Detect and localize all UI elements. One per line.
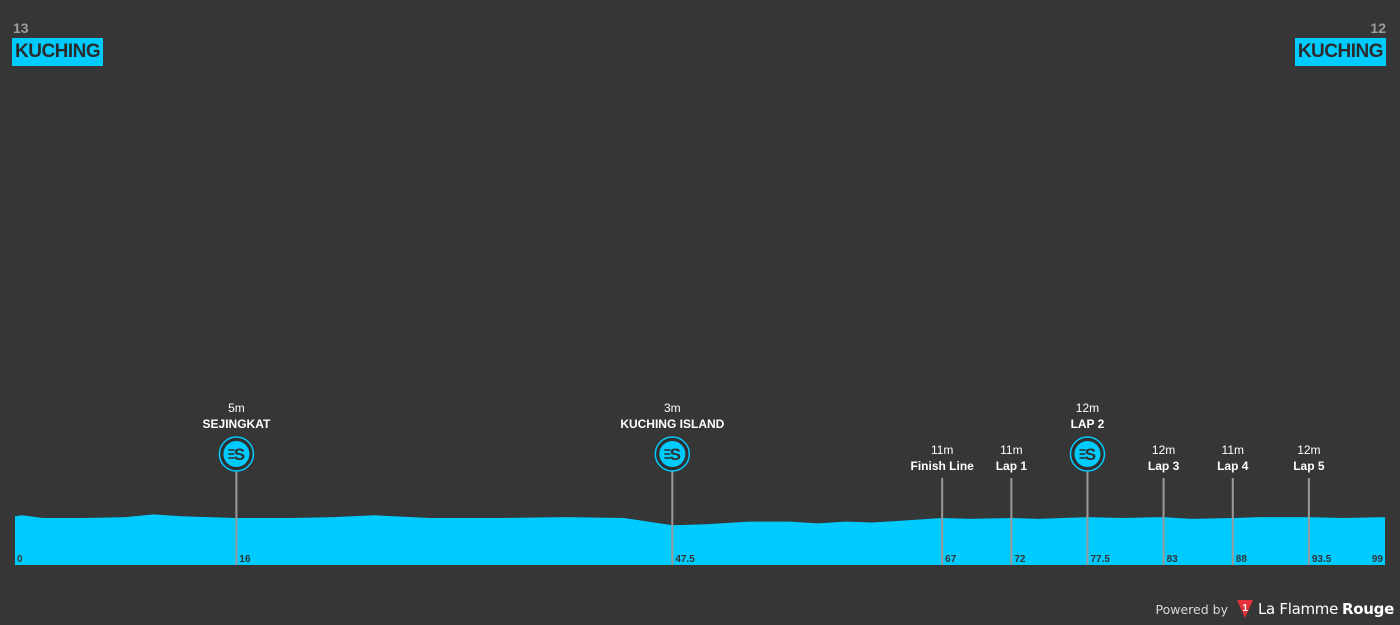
marker-elevation: 11m bbox=[1000, 443, 1022, 457]
sprint-icon-disc bbox=[659, 441, 686, 467]
profile-area bbox=[15, 514, 1385, 565]
km-label: 83 bbox=[1167, 554, 1179, 565]
marker-elevation: 5m bbox=[228, 401, 245, 415]
marker-elevation: 12m bbox=[1076, 401, 1099, 415]
marker-5: 83 Lap 3 12m bbox=[1148, 443, 1180, 565]
marker-elevation: 11m bbox=[1222, 443, 1244, 457]
profile-layer bbox=[15, 514, 1385, 565]
marker-elevation: 3m bbox=[664, 401, 681, 415]
sprint-icon-letter: S bbox=[1085, 445, 1096, 464]
end-town-elevation: 12 bbox=[1370, 20, 1386, 36]
km-label: 67 bbox=[945, 554, 957, 565]
marker-elevation: 12m bbox=[1297, 443, 1320, 457]
marker-name: Finish Line bbox=[910, 459, 974, 473]
km-label: 47.5 bbox=[675, 554, 695, 565]
marker-name: Lap 5 bbox=[1293, 459, 1325, 473]
sprint-icon: S bbox=[218, 436, 255, 472]
km-label: 77.5 bbox=[1090, 554, 1110, 565]
marker-0: 16 S SEJINGKAT 5m bbox=[203, 401, 271, 565]
end-town-label: KUCHING bbox=[1294, 38, 1386, 66]
km-label: 16 bbox=[239, 554, 251, 565]
marker-7: 93.5 Lap 5 12m bbox=[1293, 443, 1332, 565]
km-label-start: 0 bbox=[17, 554, 23, 565]
sprint-icon: S bbox=[654, 436, 691, 472]
marker-name: Lap 3 bbox=[1148, 459, 1180, 473]
marker-6: 88 Lap 4 11m bbox=[1217, 443, 1249, 565]
marker-name: Lap 4 bbox=[1217, 459, 1249, 473]
powered-by-text: Powered by bbox=[1155, 601, 1228, 617]
marker-elevation: 11m bbox=[931, 443, 953, 457]
marker-name: Lap 1 bbox=[996, 459, 1028, 473]
sprint-icon: S bbox=[1069, 436, 1106, 472]
km-label-end: 99 bbox=[1372, 554, 1384, 565]
km-label: 88 bbox=[1236, 554, 1248, 565]
km-axis: 0 99 bbox=[17, 554, 1383, 565]
marker-name: SEJINGKAT bbox=[203, 417, 271, 431]
sprint-icon-disc bbox=[1074, 441, 1101, 467]
logo-number: 1 bbox=[1242, 603, 1248, 614]
marker-3: 72 Lap 1 11m bbox=[996, 443, 1028, 565]
sprint-icon-letter: S bbox=[234, 445, 245, 464]
flame-logo-icon: 1 bbox=[1236, 600, 1253, 618]
marker-name: KUCHING ISLAND bbox=[620, 417, 724, 431]
km-label: 93.5 bbox=[1312, 554, 1332, 565]
sprint-icon-disc bbox=[223, 441, 250, 467]
start-town-elevation: 13 bbox=[13, 20, 29, 36]
marker-elevation: 12m bbox=[1152, 443, 1175, 457]
km-label: 72 bbox=[1014, 554, 1026, 565]
marker-1: 47.5 S KUCHING ISLAND 3m bbox=[620, 401, 725, 565]
marker-name: LAP 2 bbox=[1071, 417, 1105, 431]
brand-name-bold: Rouge bbox=[1342, 600, 1394, 618]
marker-2: 67 Finish Line 11m bbox=[910, 443, 974, 565]
markers-layer: 16 S SEJINGKAT 5m 47.5 S KUCHING ISLAND 3m 67 Fin… bbox=[203, 401, 1332, 565]
brand-name-light: La Flamme bbox=[1257, 600, 1339, 618]
marker-4: 77.5 S LAP 2 12m bbox=[1069, 401, 1110, 565]
sprint-icon-letter: S bbox=[670, 445, 681, 464]
start-town-label: KUCHING bbox=[12, 38, 104, 66]
